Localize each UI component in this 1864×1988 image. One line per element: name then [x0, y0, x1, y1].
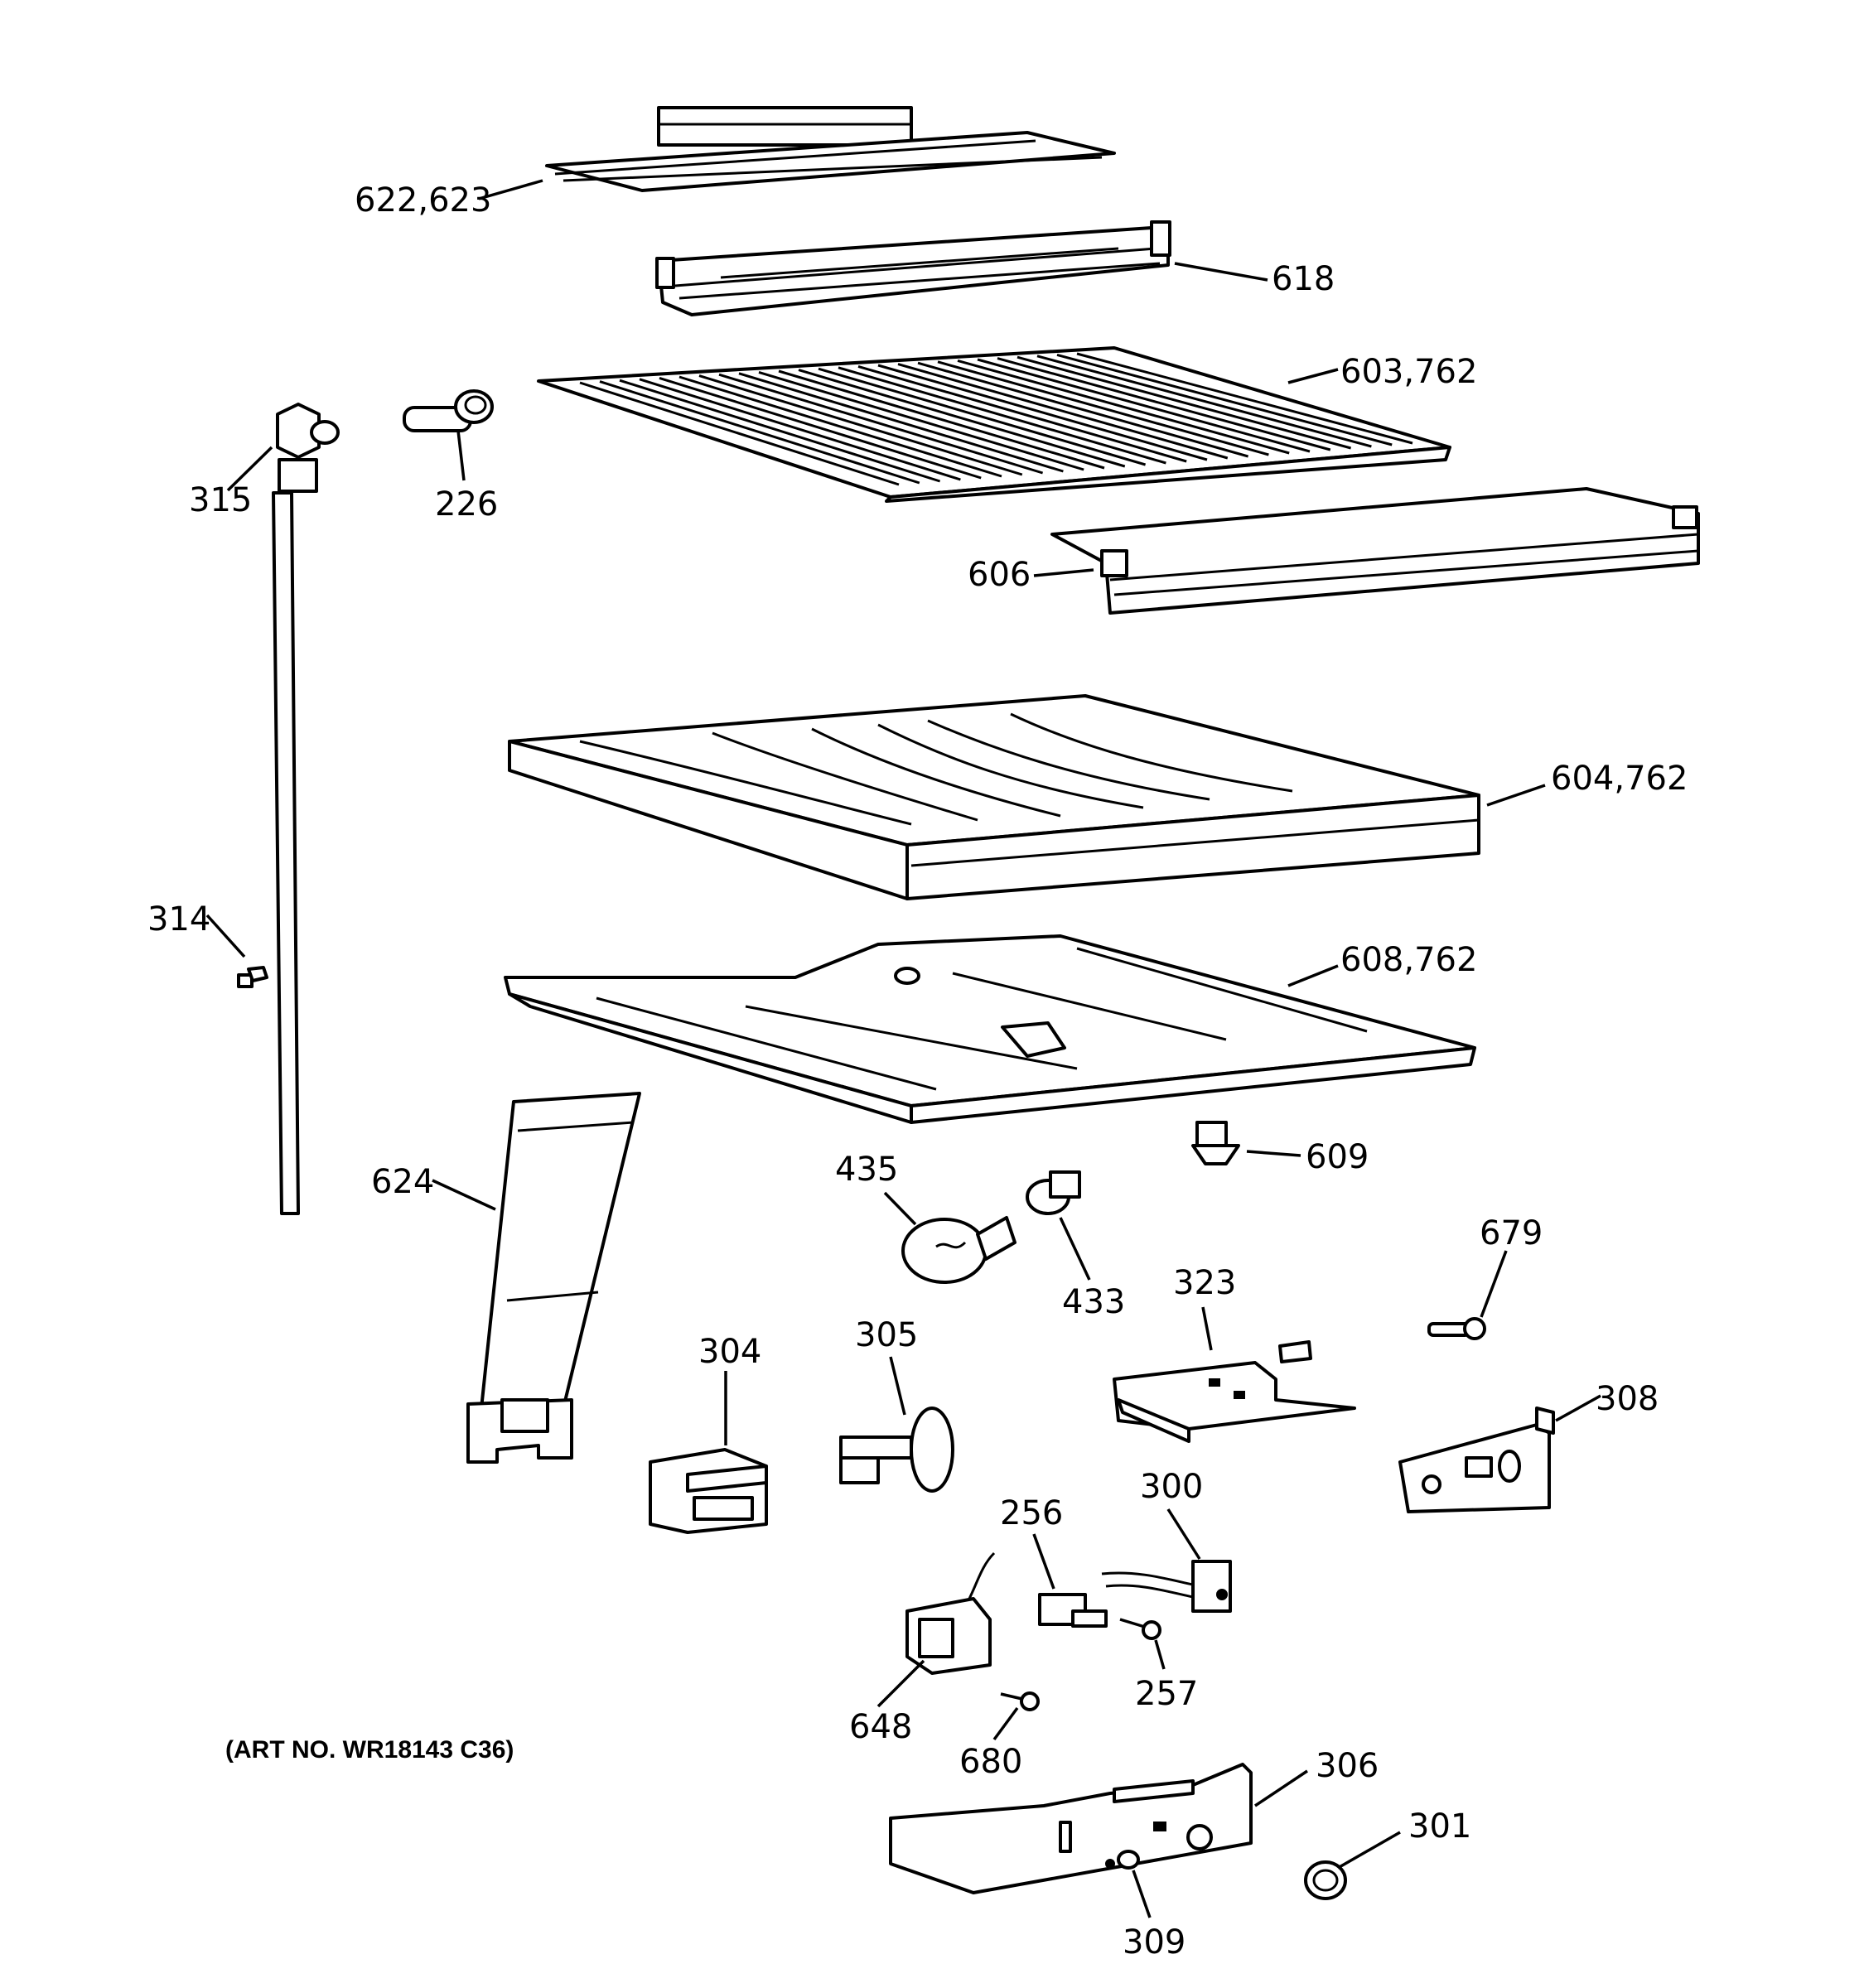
- shelf-wire: [937, 360, 1269, 456]
- label-256: 256: [1000, 1494, 1063, 1532]
- shelf-wire: [1056, 353, 1393, 446]
- part-rod: [272, 491, 300, 1215]
- label-433: 433: [1062, 1283, 1125, 1321]
- shelf-wire: [718, 373, 1044, 475]
- shelf-wire: [838, 366, 1166, 465]
- part-300-switch[interactable]: [1101, 1560, 1232, 1613]
- label-606: 606: [968, 556, 1031, 594]
- shelf-wire: [698, 374, 1023, 476]
- shelf-wire: [579, 381, 900, 486]
- shelf-wire: [857, 364, 1187, 463]
- shelf-wire: [798, 369, 1126, 468]
- part-622-623-cover[interactable]: [545, 106, 1116, 192]
- shelf-wire: [877, 364, 1208, 461]
- part-433-socket[interactable]: [1026, 1170, 1081, 1215]
- part-323-housing[interactable]: [1113, 1340, 1356, 1443]
- shelf-wire: [599, 380, 920, 485]
- label-304: 304: [698, 1333, 761, 1371]
- shelf-wire: [997, 357, 1331, 451]
- shelf-wire: [957, 359, 1290, 455]
- part-315-mount[interactable]: [276, 403, 340, 493]
- label-622-623: 622,623: [355, 181, 491, 220]
- shelf-wire: [1076, 352, 1413, 445]
- part-606-drawer[interactable]: [1050, 487, 1700, 615]
- part-680-screw[interactable]: [1000, 1691, 1040, 1711]
- label-315: 315: [189, 481, 252, 519]
- label-604-762: 604,762: [1551, 760, 1688, 798]
- part-435-bulb[interactable]: [901, 1216, 1017, 1284]
- part-308-bracket[interactable]: [1398, 1407, 1555, 1513]
- part-314-clip[interactable]: [237, 966, 268, 988]
- part-603-762-shelf[interactable]: [537, 346, 1451, 503]
- part-608-762-cover[interactable]: [504, 934, 1476, 1124]
- part-301-knob[interactable]: [1304, 1860, 1347, 1900]
- label-624: 624: [371, 1163, 434, 1201]
- part-257-screw[interactable]: [1119, 1618, 1161, 1640]
- shelf-wire: [1017, 355, 1351, 450]
- label-435: 435: [835, 1151, 898, 1189]
- shelf-wire: [917, 361, 1249, 458]
- shelf-wire: [897, 363, 1229, 460]
- label-257: 257: [1135, 1675, 1198, 1713]
- leader-lines: [205, 179, 1601, 1918]
- label-305: 305: [855, 1316, 918, 1354]
- label-300: 300: [1140, 1468, 1203, 1506]
- part-624-channel[interactable]: [466, 1092, 641, 1464]
- part-306-bracket[interactable]: [889, 1763, 1253, 1894]
- part-648-motor[interactable]: [905, 1551, 996, 1675]
- shelf-wire: [639, 378, 961, 481]
- label-679: 679: [1480, 1214, 1543, 1252]
- part-604-762-shelf[interactable]: [508, 694, 1480, 900]
- shelf-wire: [778, 369, 1105, 470]
- part-609-clip[interactable]: [1191, 1121, 1240, 1165]
- label-609: 609: [1306, 1138, 1369, 1176]
- label-314: 314: [147, 900, 210, 939]
- label-618: 618: [1272, 260, 1335, 298]
- art-number: (ART NO. WR18143 C36): [225, 1736, 514, 1764]
- label-680: 680: [959, 1743, 1022, 1781]
- shelf-wire: [977, 358, 1311, 453]
- label-309: 309: [1123, 1923, 1186, 1961]
- label-608-762: 608,762: [1340, 941, 1477, 979]
- shelf-wire: [659, 376, 982, 480]
- label-603-762: 603,762: [1340, 353, 1477, 391]
- part-618-bracket[interactable]: [655, 220, 1171, 316]
- label-301: 301: [1408, 1807, 1471, 1846]
- part-256-switch[interactable]: [1038, 1593, 1108, 1628]
- part-305-dial[interactable]: [839, 1407, 954, 1493]
- label-323: 323: [1173, 1264, 1236, 1302]
- shelf-wire: [758, 370, 1084, 471]
- part-304-box[interactable]: [649, 1448, 768, 1534]
- label-308: 308: [1596, 1380, 1659, 1418]
- shelf-wire: [619, 379, 941, 483]
- label-648: 648: [849, 1708, 912, 1746]
- shelf-wire: [1036, 355, 1372, 448]
- label-226: 226: [435, 485, 498, 524]
- shelf-wire: [818, 367, 1147, 466]
- label-306: 306: [1316, 1747, 1379, 1785]
- part-679-screw[interactable]: [1427, 1317, 1486, 1340]
- part-226[interactable]: [403, 389, 494, 432]
- part-labels: 622,623 618 603,762 315 226 606 604,762 …: [147, 181, 1688, 1961]
- shelf-wire: [738, 372, 1064, 473]
- shelf-wire: [678, 375, 1002, 478]
